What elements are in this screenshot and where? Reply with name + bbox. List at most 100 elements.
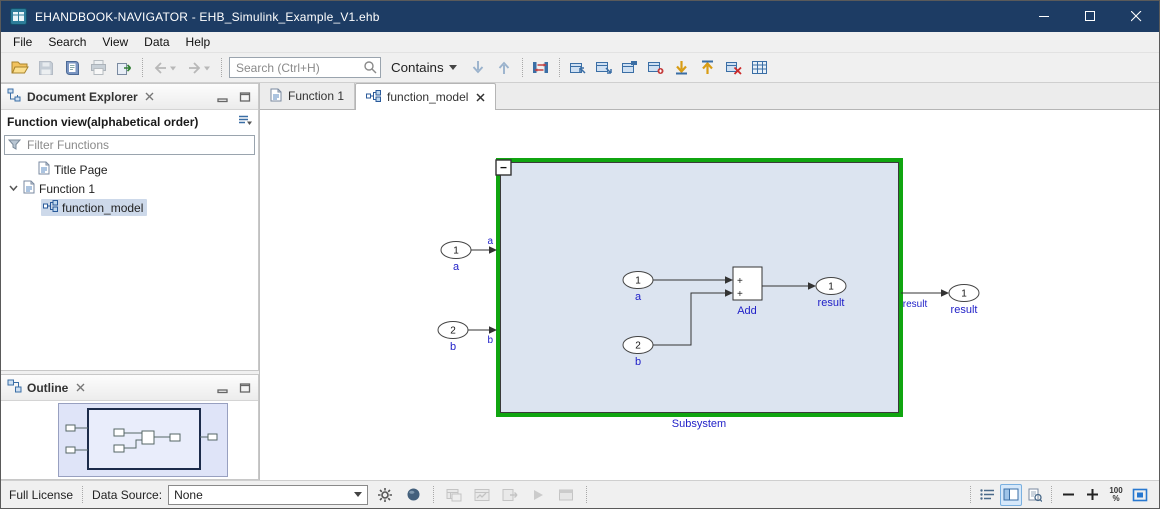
close-tab-icon[interactable] bbox=[476, 93, 485, 102]
search-mode-dropdown[interactable]: Contains bbox=[384, 56, 464, 80]
zoom-reset-button[interactable]: 100 % bbox=[1105, 487, 1127, 503]
inner-outport-block[interactable]: 1 bbox=[816, 278, 846, 295]
signal-line-a[interactable] bbox=[471, 246, 497, 254]
open-file-button[interactable] bbox=[8, 56, 32, 80]
add-block-label: Add bbox=[737, 305, 757, 317]
document-explorer-title: Document Explorer bbox=[27, 90, 138, 104]
zoom-fit-button[interactable] bbox=[1129, 484, 1151, 506]
tree-item-function-model[interactable]: function_model bbox=[1, 198, 258, 217]
menu-search[interactable]: Search bbox=[40, 32, 94, 52]
calculation-display-icon[interactable] bbox=[555, 484, 577, 506]
statusbar-separator bbox=[82, 486, 83, 503]
chevron-down-icon bbox=[449, 65, 457, 70]
view-menu-icon[interactable] bbox=[238, 114, 252, 129]
svg-text:1: 1 bbox=[635, 276, 641, 287]
maximize-view-icon[interactable] bbox=[238, 381, 252, 395]
show-page-list-icon[interactable] bbox=[976, 484, 998, 506]
statusbar-separator bbox=[433, 486, 434, 503]
open-ehandbook-button[interactable] bbox=[60, 56, 84, 80]
measurement-window-icon[interactable] bbox=[471, 484, 493, 506]
inner-inport-2-block[interactable]: 2 bbox=[623, 337, 653, 354]
outport-1-block[interactable]: 1 bbox=[949, 285, 979, 302]
filter-functions-field bbox=[4, 135, 255, 155]
tab-function-model[interactable]: function_model bbox=[355, 83, 496, 110]
nav-back-button[interactable] bbox=[149, 56, 181, 80]
outline-icon bbox=[7, 379, 22, 396]
tree-item-function-1[interactable]: Function 1 bbox=[1, 179, 258, 198]
inport-2-block[interactable]: 2 bbox=[438, 322, 468, 339]
save-button[interactable] bbox=[34, 56, 58, 80]
inport-1-block[interactable]: 1 bbox=[441, 242, 471, 259]
toolbar-separator bbox=[142, 58, 143, 77]
tree-item-label: Function 1 bbox=[39, 182, 95, 196]
close-view-icon[interactable] bbox=[143, 90, 157, 104]
window-title: EHANDBOOK-NAVIGATOR - EHB_Simulink_Examp… bbox=[35, 10, 380, 24]
open-sub-model-button[interactable] bbox=[592, 56, 616, 80]
nav-forward-button[interactable] bbox=[183, 56, 215, 80]
menu-help[interactable]: Help bbox=[178, 32, 219, 52]
open-root-model-button[interactable] bbox=[618, 56, 642, 80]
close-view-icon[interactable] bbox=[73, 381, 87, 395]
show-overview-pane-icon[interactable] bbox=[1000, 484, 1022, 506]
svg-text:1: 1 bbox=[961, 289, 967, 300]
navigate-into-subsystem-button[interactable] bbox=[670, 56, 694, 80]
search-previous-button[interactable] bbox=[492, 56, 516, 80]
minimize-view-icon[interactable] bbox=[216, 381, 230, 395]
outline-content bbox=[1, 401, 258, 479]
filter-functions-input[interactable] bbox=[4, 135, 255, 155]
svg-text:2: 2 bbox=[635, 341, 641, 352]
menu-view[interactable]: View bbox=[94, 32, 136, 52]
tree-item-label: Title Page bbox=[54, 163, 108, 177]
function-view-title: Function view(alphabetical order) bbox=[7, 115, 198, 129]
signal-line-result[interactable] bbox=[901, 289, 949, 297]
window-controls bbox=[1021, 1, 1159, 32]
collapse-subsystem-button[interactable]: − bbox=[496, 160, 511, 175]
data-source-select[interactable]: None bbox=[168, 485, 368, 505]
trace-signals-icon[interactable] bbox=[529, 56, 553, 80]
model-canvas[interactable]: Subsystem − 1 a a bbox=[260, 110, 1159, 480]
maximize-view-icon[interactable] bbox=[238, 90, 252, 104]
close-button[interactable] bbox=[1113, 1, 1159, 32]
tab-function-1[interactable]: Function 1 bbox=[260, 83, 355, 109]
zoom-out-button[interactable] bbox=[1057, 484, 1079, 506]
document-explorer-panel: Document Explorer Function view(alphabet… bbox=[1, 83, 259, 371]
value-export-icon[interactable] bbox=[499, 484, 521, 506]
data-source-settings-button[interactable] bbox=[374, 484, 396, 506]
linked-function-button[interactable] bbox=[644, 56, 668, 80]
menu-file[interactable]: File bbox=[5, 32, 40, 52]
license-status: Full License bbox=[9, 488, 73, 502]
search-next-button[interactable] bbox=[466, 56, 490, 80]
show-page-preview-icon[interactable] bbox=[1024, 484, 1046, 506]
open-parent-model-button[interactable] bbox=[566, 56, 590, 80]
inner-inport-1-block[interactable]: 1 bbox=[623, 272, 653, 289]
outline-thumbnail[interactable] bbox=[58, 403, 228, 479]
tree-item-title-page[interactable]: Title Page bbox=[1, 160, 258, 179]
minimize-button[interactable] bbox=[1021, 1, 1067, 32]
calibration-window-icon[interactable] bbox=[443, 484, 465, 506]
menu-data[interactable]: Data bbox=[136, 32, 177, 52]
toolbar-separator bbox=[559, 58, 560, 77]
main-area: Document Explorer Function view(alphabet… bbox=[1, 83, 1159, 480]
statusbar-separator bbox=[970, 486, 971, 503]
expander-chevron-icon[interactable] bbox=[8, 182, 19, 196]
toolbar-separator bbox=[221, 58, 222, 77]
main-toolbar: Contains bbox=[1, 53, 1159, 83]
model-table-view-button[interactable] bbox=[748, 56, 772, 80]
svg-text:1: 1 bbox=[453, 246, 459, 257]
clear-trace-button[interactable] bbox=[722, 56, 746, 80]
zoom-in-button[interactable] bbox=[1081, 484, 1103, 506]
start-calculation-icon[interactable] bbox=[527, 484, 549, 506]
tab-label: function_model bbox=[387, 90, 468, 104]
function-view-header: Function view(alphabetical order) bbox=[1, 110, 258, 133]
export-button[interactable] bbox=[112, 56, 136, 80]
data-source-globe-icon[interactable] bbox=[402, 484, 424, 506]
minimize-view-icon[interactable] bbox=[216, 90, 230, 104]
maximize-button[interactable] bbox=[1067, 1, 1113, 32]
subsystem-label: Subsystem bbox=[672, 418, 726, 430]
navigate-out-of-subsystem-button[interactable] bbox=[696, 56, 720, 80]
app-icon bbox=[10, 8, 27, 25]
print-button[interactable] bbox=[86, 56, 110, 80]
search-input[interactable] bbox=[229, 57, 381, 78]
add-block[interactable]: + + bbox=[733, 267, 762, 300]
signal-line-b[interactable] bbox=[468, 326, 497, 334]
